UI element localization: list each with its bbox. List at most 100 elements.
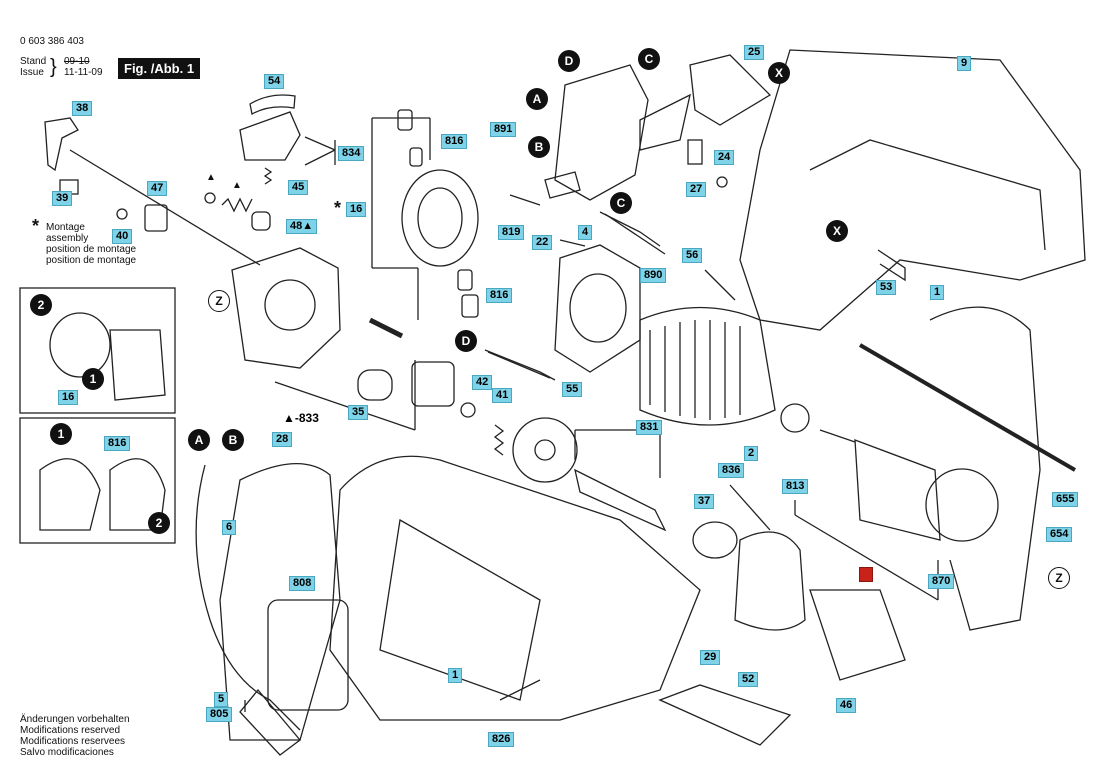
housing-shell-half xyxy=(739,49,1086,331)
part-label-55: 55 xyxy=(562,382,583,397)
doc-number: 0 603 386 403 xyxy=(20,36,84,47)
brush-ring xyxy=(554,244,641,373)
part-label-52: 52 xyxy=(738,672,759,687)
part-label-826: 826 xyxy=(488,732,515,747)
part-label-5: 5 xyxy=(214,692,229,707)
part-label-834: 834 xyxy=(338,146,365,161)
part-label-42: 42 xyxy=(472,375,493,390)
part-label-38: 38 xyxy=(72,101,93,116)
part-label-16-inset: 16 xyxy=(58,390,79,405)
part-label-870: 870 xyxy=(928,574,955,589)
switch-block xyxy=(554,64,649,201)
part-label-22: 22 xyxy=(532,235,553,250)
marker-C: C xyxy=(638,48,660,70)
drill-chuck xyxy=(809,589,906,681)
part-label-805: 805 xyxy=(206,707,233,722)
stand-label: Stand xyxy=(20,56,47,67)
part-label-28: 28 xyxy=(272,432,293,447)
side-handle xyxy=(929,306,1041,631)
step-1-marker: 1 xyxy=(82,368,104,390)
part-label-41: 41 xyxy=(492,388,513,403)
step-2-marker: 2 xyxy=(30,294,52,316)
marker-D: D xyxy=(455,330,477,352)
part-label-813: 813 xyxy=(782,479,809,494)
power-cord xyxy=(195,464,301,731)
part-label-816-top: 816 xyxy=(441,134,468,149)
part-label-37: 37 xyxy=(694,494,715,509)
field-stator xyxy=(639,306,776,426)
star-16: * xyxy=(334,198,342,218)
part-label-891: 891 xyxy=(490,122,517,137)
assembly-note-3: position de montage xyxy=(46,244,137,255)
stand-old-date: 09-10 xyxy=(64,56,90,67)
part-label-24: 24 xyxy=(714,150,735,165)
part-label-816-inset: 816 xyxy=(104,436,131,451)
marker-B: B xyxy=(222,429,244,451)
part-label-27: 27 xyxy=(686,182,707,197)
inset-box-2 xyxy=(19,417,176,544)
marker-C: C xyxy=(610,192,632,214)
footer-notes: Änderungen vorbehalten Modifications res… xyxy=(20,714,130,758)
issue-label: Issue xyxy=(20,67,44,78)
switch-lever-part xyxy=(44,117,79,172)
part-label-25: 25 xyxy=(744,45,765,60)
figure-title: Fig. /Abb. 1 xyxy=(118,58,201,79)
part-label-48: 48▲ xyxy=(286,219,318,234)
issue-date: 11-11-09 xyxy=(64,67,103,78)
marker-A: A xyxy=(526,88,548,110)
marker-Z: Z xyxy=(1048,567,1070,589)
part-label-16: 16 xyxy=(346,202,367,217)
assembly-note-2: assembly xyxy=(46,233,89,244)
assembly-star: * xyxy=(32,216,40,236)
part-label-890: 890 xyxy=(640,268,667,283)
inset-box-1 xyxy=(19,287,176,414)
footer-line: Modifications reservees xyxy=(20,736,126,747)
triangle-marker: ▲ xyxy=(206,172,216,183)
marker-Z: Z xyxy=(208,290,230,312)
part-label-654: 654 xyxy=(1046,527,1073,542)
part-label-29: 29 xyxy=(700,650,721,665)
armature-rotor xyxy=(854,439,941,541)
assembly-note-4: position de montage xyxy=(46,255,137,266)
marker-A: A xyxy=(188,429,210,451)
part-label-54: 54 xyxy=(264,74,285,89)
cord-clamp-808 xyxy=(267,599,349,711)
marker-X: X xyxy=(768,62,790,84)
handle-half xyxy=(219,462,341,741)
part-label-4: 4 xyxy=(578,225,593,240)
part-label-819: 819 xyxy=(498,225,525,240)
brace: } xyxy=(50,56,57,78)
part-label-655: 655 xyxy=(1052,492,1079,507)
rear-plate-housing xyxy=(231,247,341,369)
part-label-833: ▲-833 xyxy=(283,411,319,425)
footer-line: Salvo modificaciones xyxy=(20,747,114,758)
part-label-1-top: 1 xyxy=(930,285,945,300)
main-drill-body xyxy=(329,455,701,721)
part-label-836: 836 xyxy=(718,463,745,478)
marker-B: B xyxy=(528,136,550,158)
assembly-note-1: Montage xyxy=(46,222,85,233)
part-label-53: 53 xyxy=(876,280,897,295)
part-47-shape xyxy=(144,204,168,232)
part-834-cover xyxy=(239,111,301,161)
part-label-56: 56 xyxy=(682,248,703,263)
step-1-marker: 1 xyxy=(50,423,72,445)
spindle-shaft xyxy=(574,468,667,532)
part-label-47: 47 xyxy=(147,181,168,196)
part-label-46: 46 xyxy=(836,698,857,713)
part-label-9: 9 xyxy=(957,56,972,71)
part-label-831: 831 xyxy=(636,420,663,435)
part-label-816-mid: 816 xyxy=(486,288,513,303)
part-label-40: 40 xyxy=(112,229,133,244)
footer-line: Änderungen vorbehalten xyxy=(20,714,130,725)
footer-line: Modifications reserved xyxy=(20,725,121,736)
part-label-35: 35 xyxy=(348,405,369,420)
part-label-45: 45 xyxy=(288,180,309,195)
part-label-808: 808 xyxy=(289,576,316,591)
part-label-6: 6 xyxy=(222,520,237,535)
marker-X: X xyxy=(826,220,848,242)
part-label-2: 2 xyxy=(744,446,759,461)
part-label-1-body: 1 xyxy=(448,668,463,683)
part-40-shape xyxy=(116,208,128,220)
